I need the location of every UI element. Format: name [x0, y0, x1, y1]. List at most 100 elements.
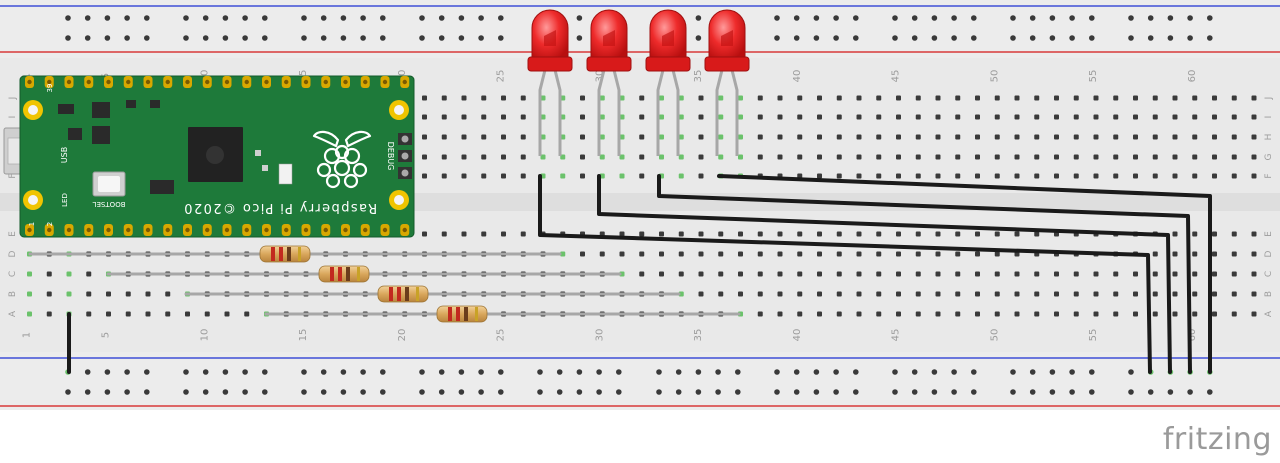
rail-hole — [1069, 389, 1075, 395]
breadboard-hole — [777, 251, 783, 257]
rail-hole — [951, 369, 957, 375]
breadboard-hole — [185, 311, 190, 317]
column-number: 1 — [22, 332, 33, 338]
breadboard-hole — [1073, 311, 1079, 317]
rail-hole — [202, 389, 209, 395]
breadboard-hole — [1251, 231, 1257, 237]
breadboard-hole — [1212, 95, 1217, 101]
pico-pin-hole — [224, 79, 230, 85]
pico-pin-hole — [363, 79, 368, 85]
breadboard-hole — [876, 114, 882, 120]
rail-hole — [853, 389, 859, 395]
rail-hole — [498, 389, 504, 395]
breadboard-hole — [1113, 154, 1119, 160]
breadboard-hole — [935, 154, 941, 160]
rail-hole — [242, 369, 248, 375]
rail-hole — [360, 369, 366, 375]
rail-hole — [656, 389, 662, 395]
breadboard-hole — [915, 114, 921, 120]
breadboard-hole — [817, 271, 822, 277]
breadboard-hole — [817, 311, 822, 317]
breadboard-hole — [1192, 114, 1198, 120]
rail-hole — [1049, 389, 1056, 395]
rail-hole — [576, 389, 583, 395]
breadboard-hole — [836, 271, 842, 277]
breadboard-hole — [994, 173, 1000, 179]
breadboard-hole — [1073, 154, 1079, 160]
breadboard-hole — [659, 251, 664, 257]
breadboard-hole — [520, 134, 526, 140]
pico-pin-hole — [106, 79, 111, 85]
rail-hole — [124, 389, 130, 395]
rail-hole — [911, 389, 918, 395]
breadboard-hole — [994, 154, 1000, 160]
pico-pin-hole — [86, 79, 91, 85]
breadboard-hole — [659, 271, 664, 277]
rail-hole — [951, 389, 957, 395]
breadboard-hole — [1212, 231, 1217, 237]
row-letter: B — [1264, 291, 1274, 297]
breadboard-hole — [461, 154, 467, 160]
breadboard-hole — [817, 251, 822, 257]
breadboard-hole — [757, 231, 763, 237]
breadboard-hole — [1172, 134, 1178, 140]
rail-hole — [124, 15, 130, 21]
breadboard-hole — [757, 114, 763, 120]
breadboard-hole — [817, 154, 822, 160]
breadboard-hole — [1014, 271, 1020, 277]
rail-hole — [892, 15, 898, 21]
row-letter: C — [1264, 271, 1274, 277]
rail-hole — [202, 35, 209, 41]
rail-hole — [596, 389, 602, 395]
breadboard-hole — [1133, 154, 1138, 160]
breadboard-hole — [915, 95, 921, 101]
breadboard-hole — [836, 231, 842, 237]
pico-pin-hole — [66, 79, 72, 85]
breadboard-hole — [876, 271, 882, 277]
led-1 — [527, 9, 573, 156]
rail-hole — [892, 389, 898, 395]
breadboard-hole — [580, 114, 585, 120]
row-letter: B — [8, 291, 18, 297]
breadboard-hole — [1113, 134, 1119, 140]
pico-pin-hole — [284, 79, 289, 85]
breadboard-hole — [599, 95, 605, 101]
breadboard-hole — [738, 271, 743, 277]
breadboard-hole — [1054, 154, 1059, 160]
rail-hole — [1069, 15, 1075, 21]
breadboard-hole — [698, 251, 704, 257]
pico-pin-hole — [185, 227, 190, 233]
breadboard-hole — [836, 95, 842, 101]
breadboard-hole — [1133, 114, 1138, 120]
rail-hole — [813, 35, 820, 41]
pico-pin-hole — [244, 79, 249, 85]
rail-hole — [262, 369, 268, 375]
led-lead — [656, 69, 665, 156]
pico-pin-hole — [106, 227, 111, 233]
rail-hole — [262, 389, 268, 395]
rail-hole — [1128, 369, 1134, 375]
breadboard-hole — [817, 173, 822, 179]
breadboard-hole — [501, 114, 506, 120]
rail-hole — [65, 389, 71, 395]
rail-hole — [1128, 15, 1134, 21]
breadboard-hole — [619, 251, 625, 257]
resistor-band — [464, 307, 468, 321]
breadboard-hole — [935, 251, 941, 257]
rail-hole — [104, 35, 111, 41]
pico-pin-hole — [185, 79, 190, 85]
rail-hole — [833, 369, 839, 375]
breadboard-hole — [1251, 134, 1257, 140]
breadboard-hole — [1113, 95, 1119, 101]
breadboard-hole — [915, 291, 921, 297]
rail-hole — [1049, 35, 1056, 41]
rail-hole — [537, 369, 543, 375]
rail-hole — [892, 35, 898, 41]
rail-hole — [124, 35, 130, 41]
rail-hole — [438, 389, 445, 395]
breadboard-hole — [165, 291, 171, 297]
row-letter: D — [8, 250, 18, 257]
breadboard-hole — [797, 291, 803, 297]
rail-hole — [65, 15, 71, 21]
breadboard-hole — [718, 134, 724, 140]
